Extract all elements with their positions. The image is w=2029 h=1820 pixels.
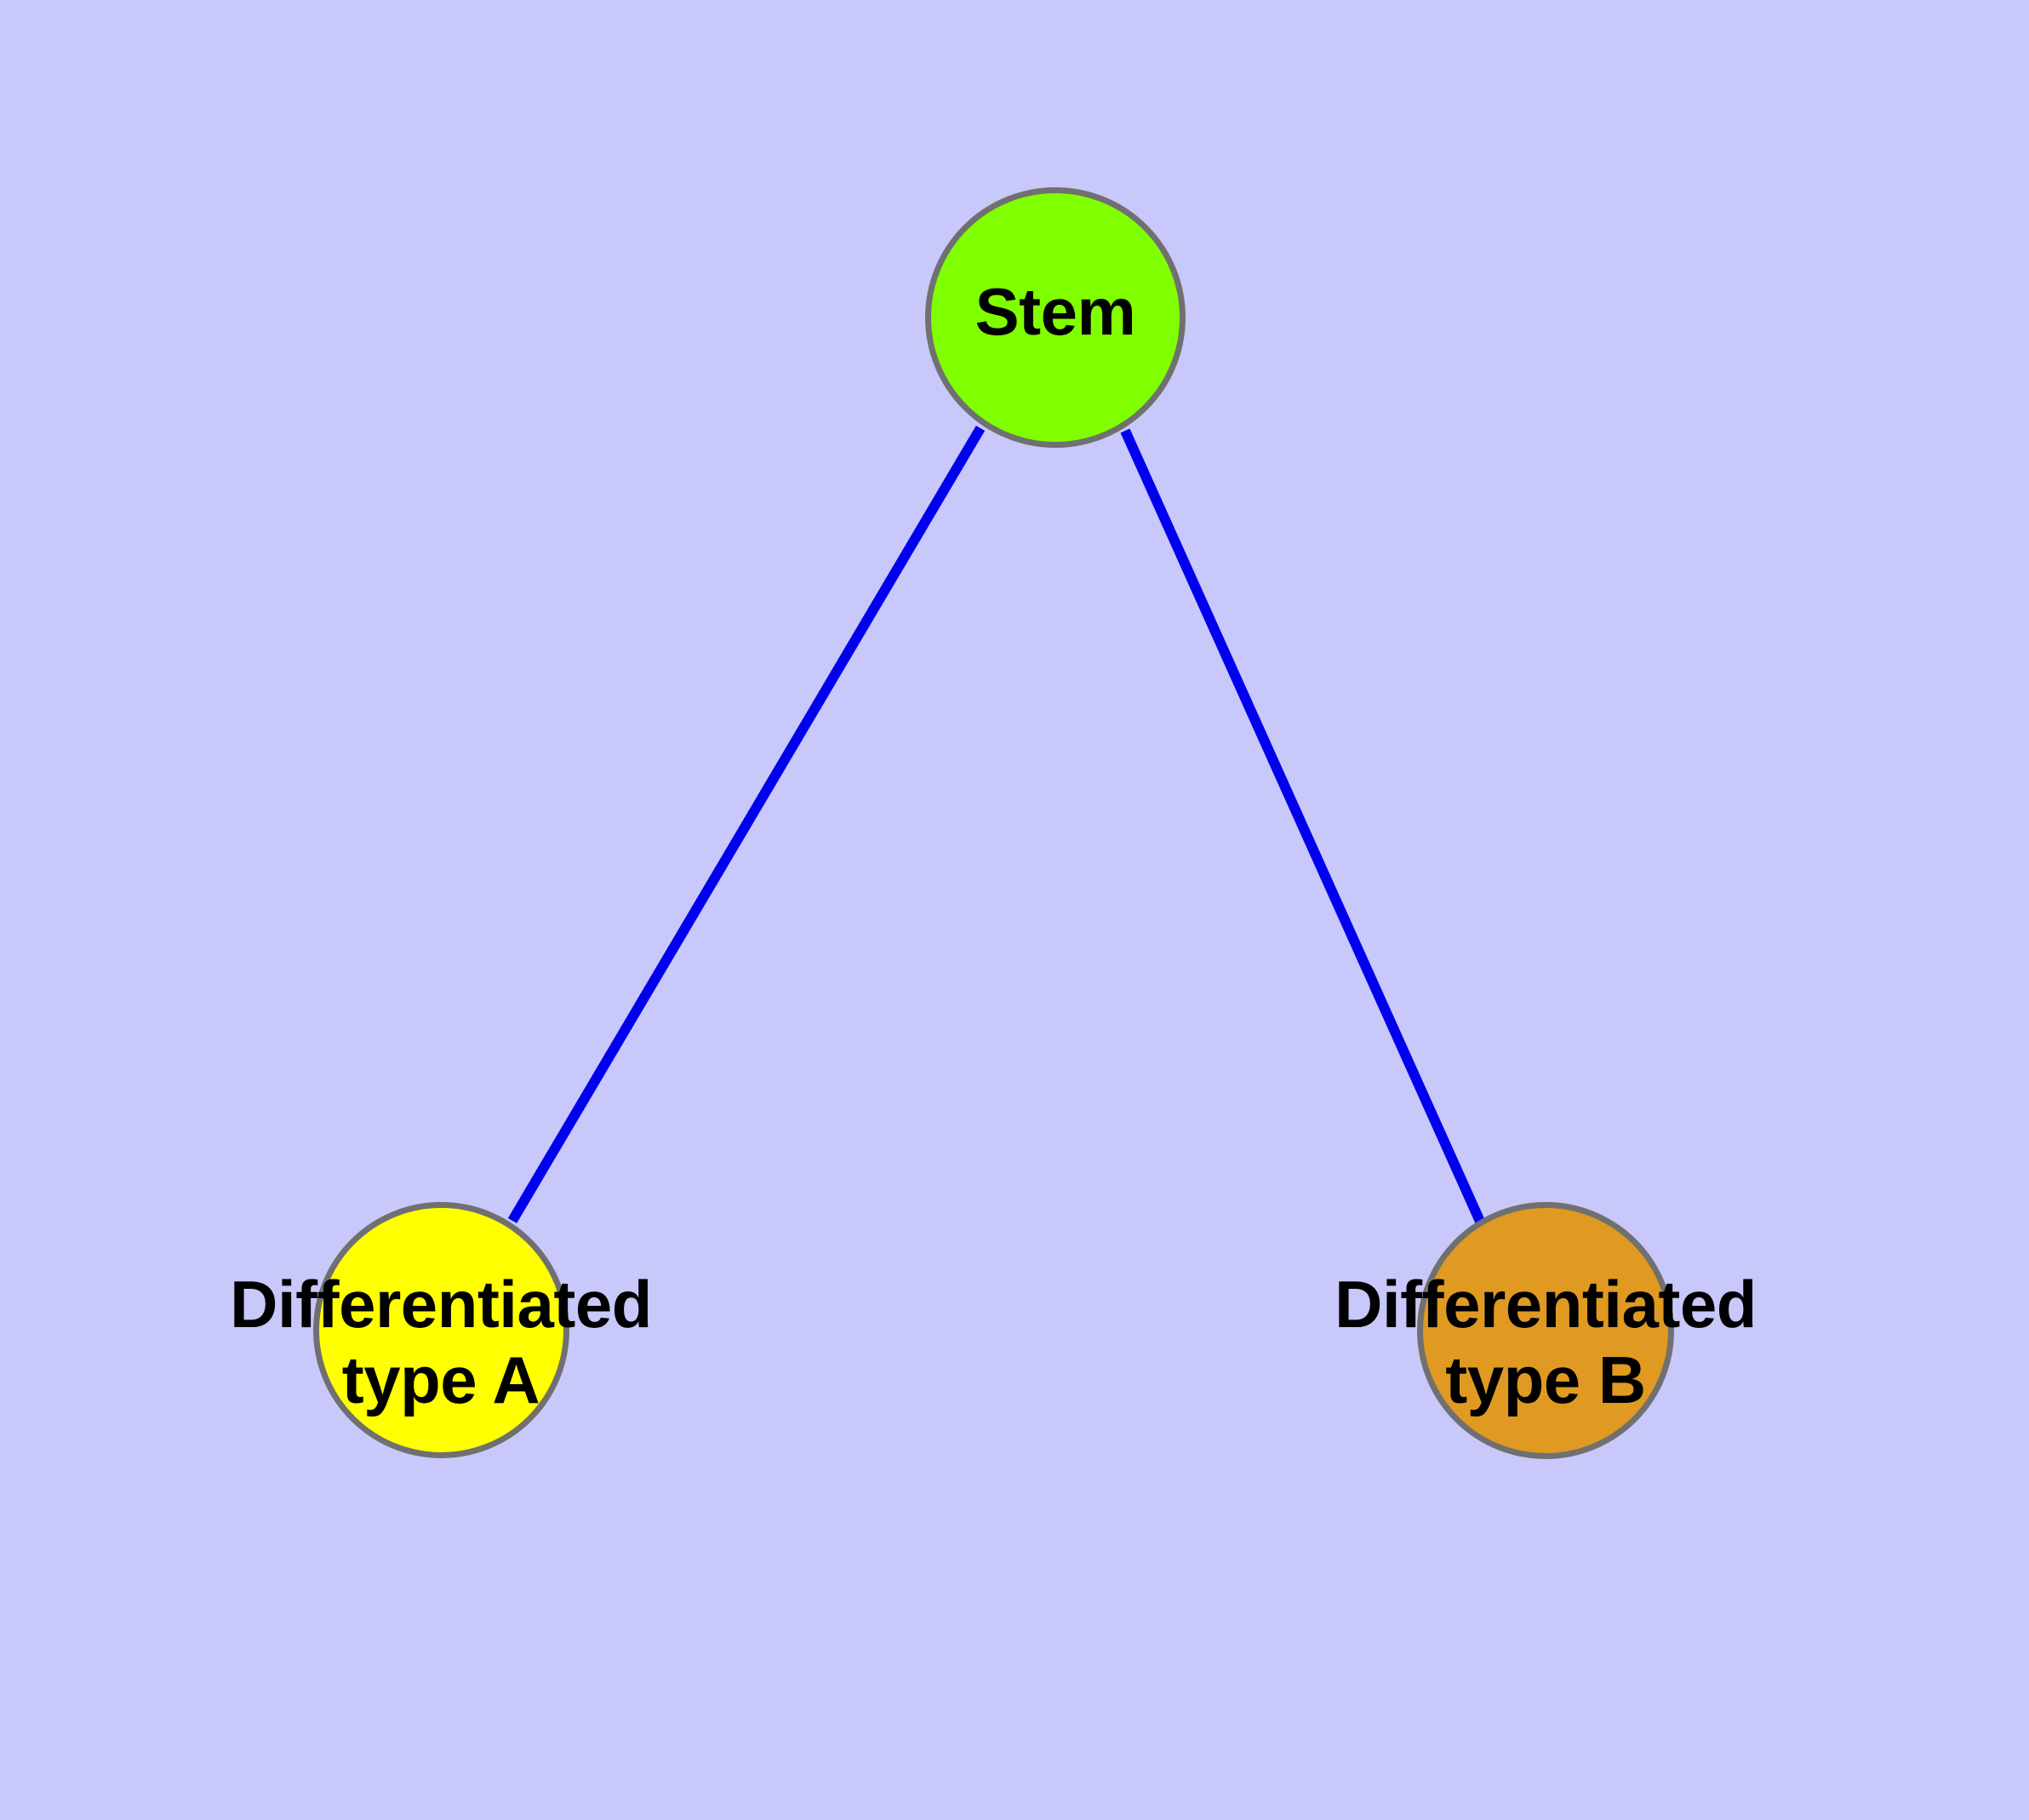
edge-stem-to-diff-a [507, 425, 986, 1224]
node-differentiated-type-b[interactable] [1417, 1202, 1674, 1459]
node-differentiated-type-a[interactable] [313, 1202, 569, 1458]
edge-stem-to-diff-b [1120, 428, 1486, 1226]
node-stem[interactable] [925, 187, 1186, 448]
